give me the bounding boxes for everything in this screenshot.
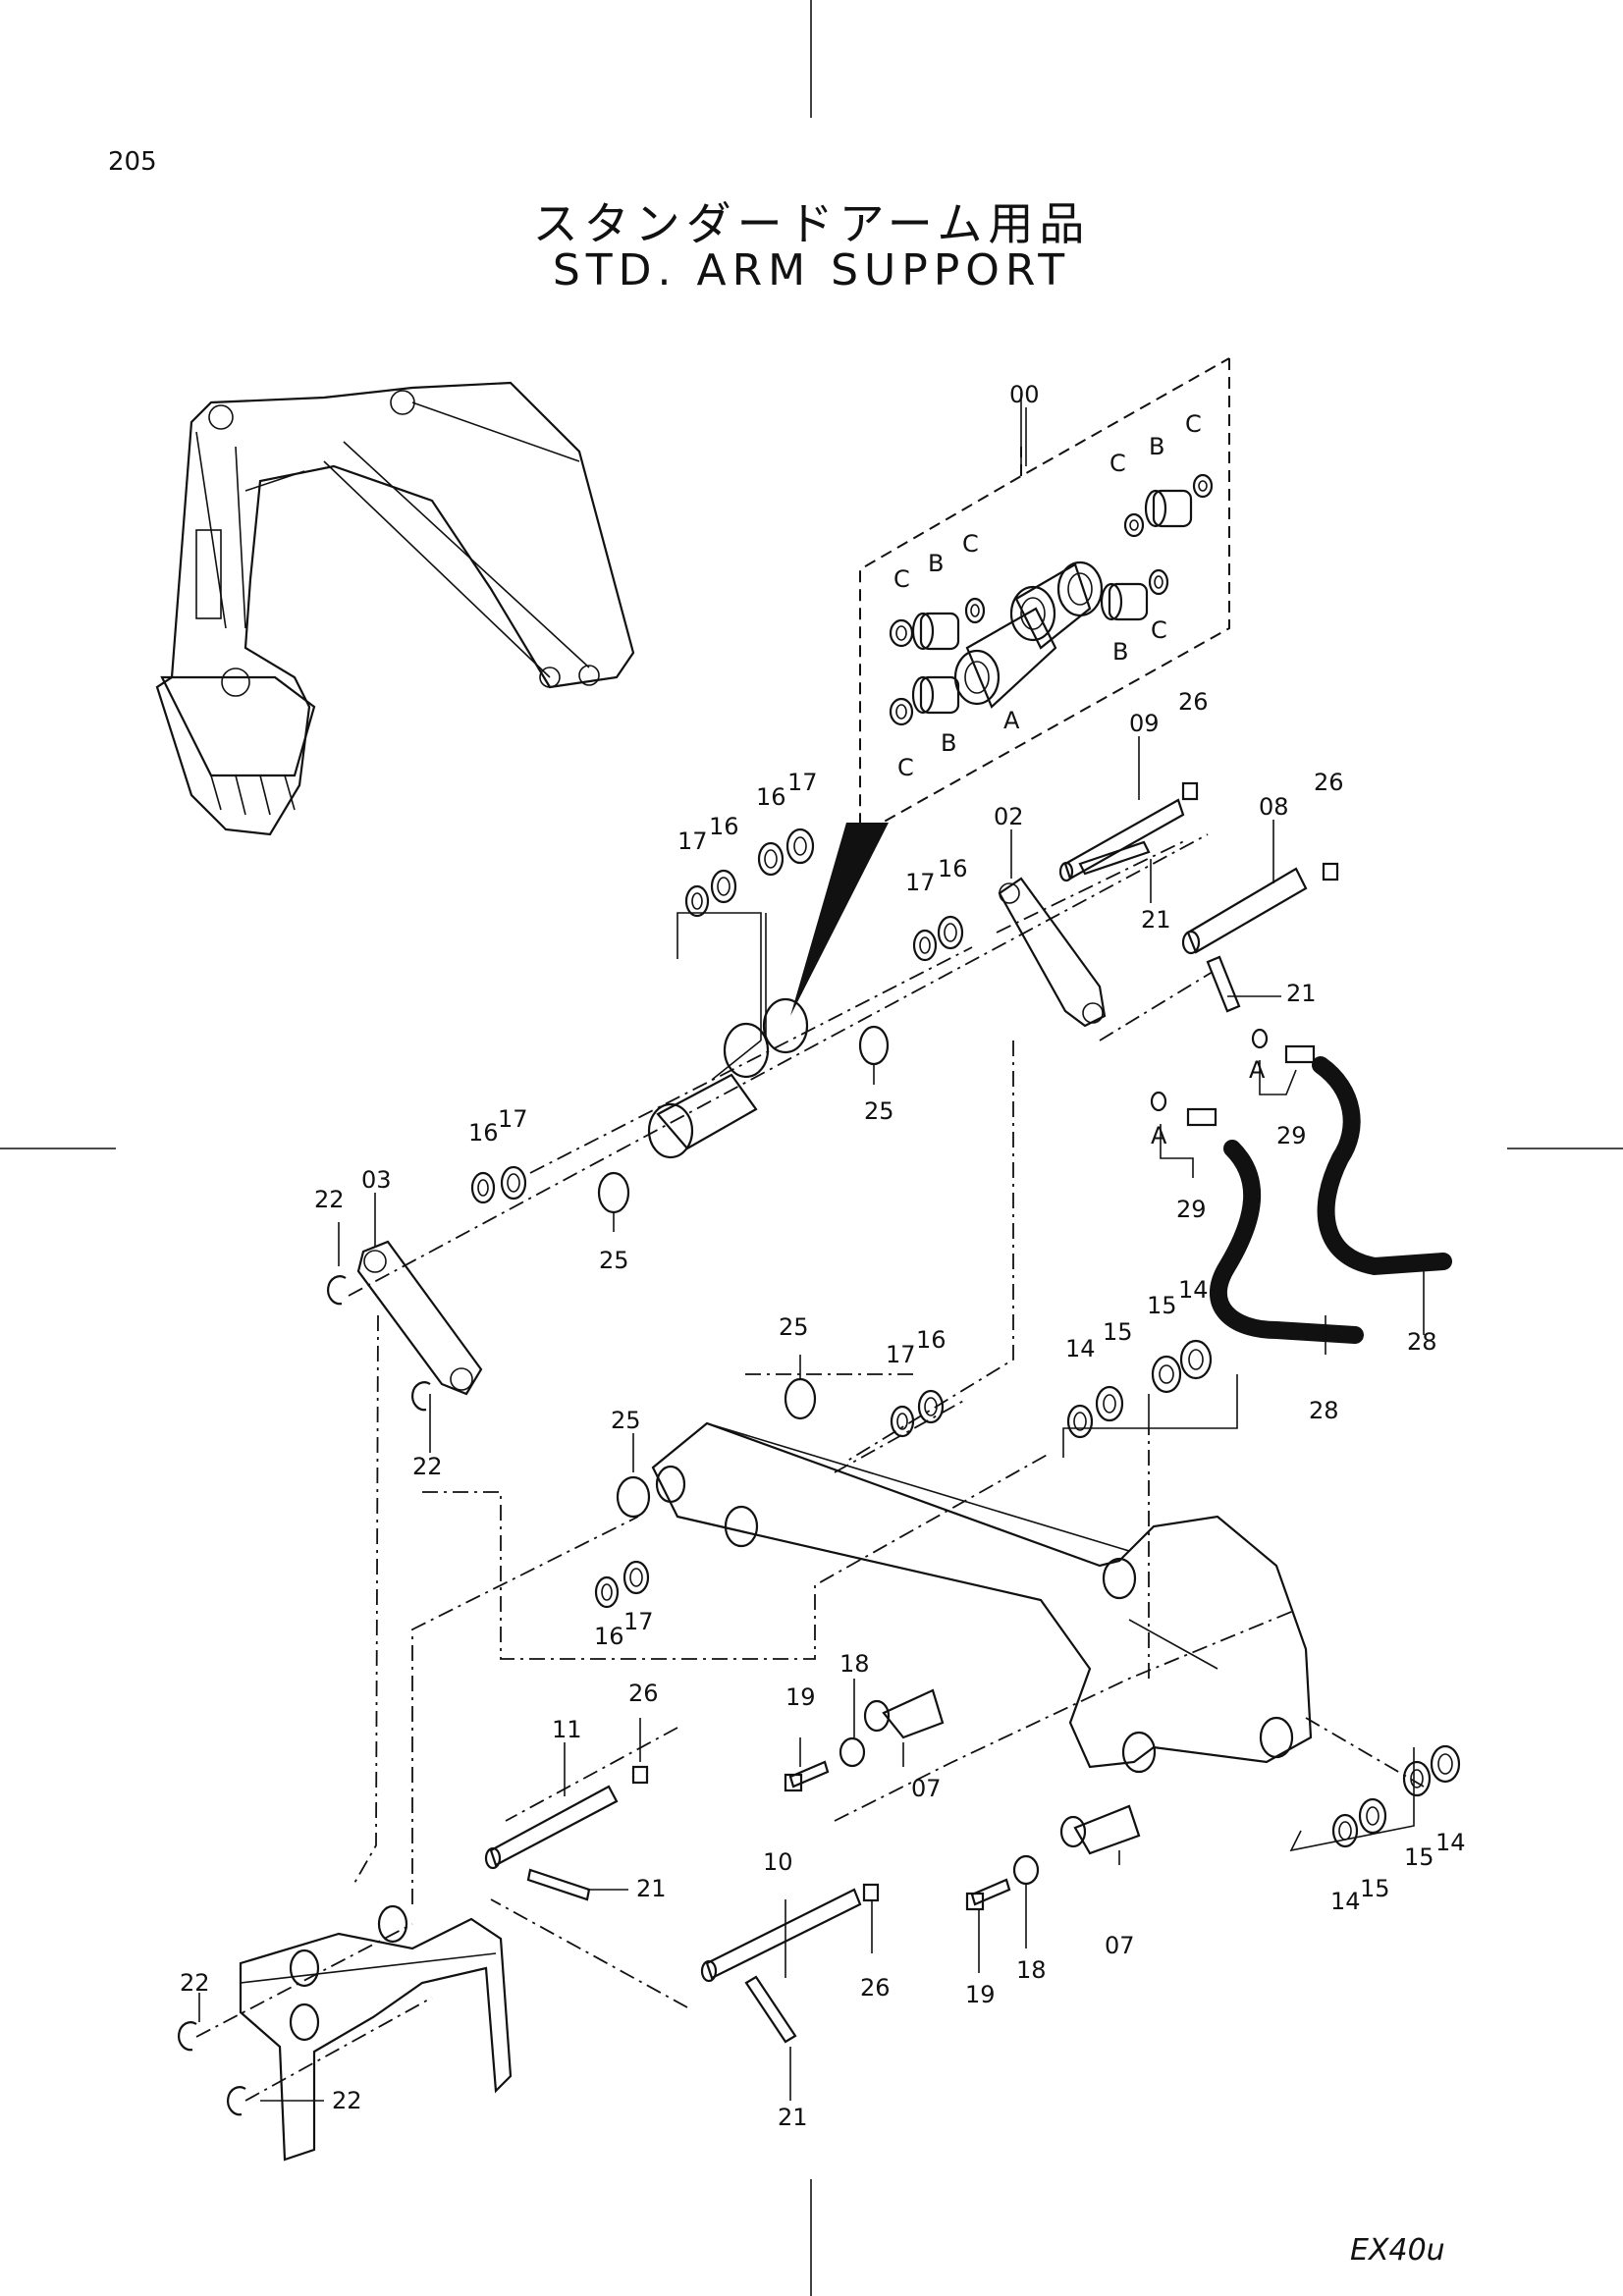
- callout-16: 16: [468, 1119, 499, 1147]
- kit-bushings: [889, 473, 1214, 726]
- callout-14: 14: [1330, 1888, 1361, 1915]
- callout-26: 26: [1314, 769, 1344, 796]
- callout-14: 14: [1178, 1276, 1209, 1304]
- callout-21: 21: [1286, 980, 1317, 1007]
- callout-22: 22: [314, 1186, 345, 1213]
- callout-08: 08: [1259, 793, 1289, 821]
- callout-14: 14: [1435, 1829, 1466, 1856]
- snap-rings: [177, 1275, 431, 2116]
- callout-29: 29: [1276, 1122, 1307, 1149]
- page-title-japanese: スタンダードアーム用品: [532, 197, 1091, 250]
- kit-label-c: C: [897, 754, 914, 781]
- callout-16: 16: [756, 783, 786, 811]
- bucket-bracket: [239, 1904, 513, 2162]
- page-title-english: STD. ARM SUPPORT: [552, 245, 1071, 295]
- callout-19: 19: [965, 1981, 996, 2008]
- callout-25: 25: [611, 1407, 641, 1434]
- callout-22: 22: [180, 1969, 210, 1997]
- kit-label-c: C: [1151, 616, 1167, 644]
- page-number: 205: [108, 147, 157, 177]
- callout-18: 18: [1016, 1956, 1047, 1984]
- kit-label-c: C: [1185, 410, 1202, 438]
- kit-label-a: A: [1249, 1056, 1266, 1084]
- callout-26: 26: [860, 1974, 891, 2002]
- callout-07: 07: [1105, 1932, 1135, 1959]
- callout-25: 25: [599, 1247, 629, 1274]
- callout-02: 02: [994, 803, 1024, 830]
- callout-25: 25: [779, 1313, 809, 1341]
- callout-17: 17: [677, 828, 708, 855]
- callout-22: 22: [332, 2087, 362, 2114]
- callout-15: 15: [1103, 1318, 1133, 1346]
- callout-09: 09: [1129, 710, 1160, 737]
- callout-17: 17: [623, 1608, 654, 1635]
- callout-14: 14: [1065, 1335, 1096, 1362]
- callout-26: 26: [1178, 688, 1209, 716]
- callout-25: 25: [864, 1097, 894, 1125]
- model-number: EX40u: [1350, 2233, 1445, 2268]
- hoses: [1150, 1028, 1452, 1344]
- callout-15: 15: [1404, 1843, 1434, 1871]
- callout-17: 17: [498, 1105, 528, 1133]
- callout-16: 16: [938, 855, 968, 882]
- callout-17: 17: [787, 769, 818, 796]
- callout-16: 16: [709, 813, 739, 840]
- link-02: [998, 877, 1107, 1028]
- callout-03: 03: [361, 1166, 392, 1194]
- kit-label-b: B: [1149, 433, 1164, 460]
- callout-28: 28: [1309, 1397, 1339, 1424]
- callout-16: 16: [594, 1623, 624, 1650]
- link-03: [356, 1240, 483, 1396]
- callout-21: 21: [636, 1875, 667, 1902]
- callout-22: 22: [412, 1453, 443, 1480]
- callout-28: 28: [1407, 1328, 1437, 1356]
- callout-26: 26: [628, 1680, 659, 1707]
- callout-00: 00: [1009, 381, 1040, 408]
- kit-label-b: B: [1112, 638, 1128, 666]
- kit-label-b: B: [941, 729, 956, 757]
- kit-label-c: C: [893, 565, 910, 593]
- callout-17: 17: [886, 1341, 916, 1368]
- bolts-spacers: [784, 1736, 1040, 1911]
- kit-label-a: A: [1151, 1122, 1167, 1149]
- kit-label-b: B: [928, 550, 944, 577]
- assembly-axis-lines: [195, 833, 1425, 2102]
- callout-21: 21: [1141, 906, 1171, 934]
- callout-labels: 00 02 03 07 07 08 09 10 11 14 15 15 14 1…: [180, 381, 1466, 2131]
- callout-11: 11: [552, 1716, 582, 1743]
- kit-label-c: C: [962, 530, 979, 558]
- callout-29: 29: [1176, 1196, 1207, 1223]
- center-bushings: [647, 997, 809, 1159]
- callout-leaders: [198, 407, 1425, 2102]
- kit-leader-wedge: [790, 823, 889, 1016]
- washers: [470, 828, 1461, 1848]
- callout-15: 15: [1147, 1292, 1177, 1319]
- arm-body: [651, 1421, 1313, 1774]
- o-rings: [597, 1025, 890, 1519]
- callout-17: 17: [905, 869, 936, 896]
- callout-19: 19: [785, 1683, 816, 1711]
- callout-07: 07: [911, 1775, 942, 1802]
- callout-10: 10: [763, 1848, 793, 1876]
- pins: [484, 798, 1308, 2044]
- callout-16: 16: [916, 1326, 947, 1354]
- grease-fittings: [631, 781, 1339, 1902]
- kit-label-c: C: [1109, 450, 1126, 477]
- callout-15: 15: [1360, 1875, 1390, 1902]
- callout-21: 21: [778, 2104, 808, 2131]
- excavator-overview-sketch: [155, 381, 635, 836]
- callout-18: 18: [839, 1650, 870, 1678]
- kit-label-a: A: [1003, 707, 1020, 734]
